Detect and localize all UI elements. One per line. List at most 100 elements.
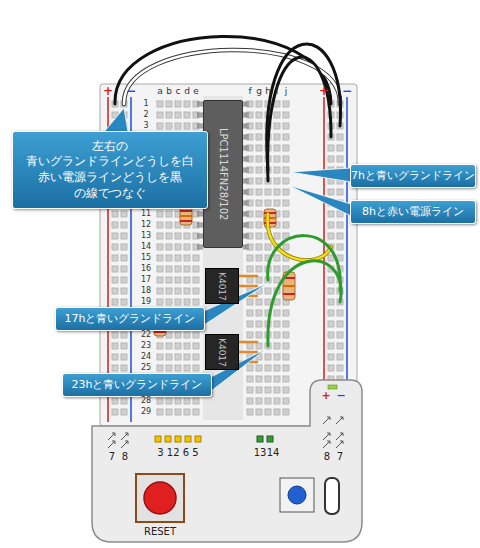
- part-marking: K4017: [217, 338, 227, 367]
- rail-sign: −: [336, 390, 345, 401]
- column-letter: b: [166, 87, 172, 96]
- regulator: K4017: [205, 268, 239, 304]
- callout-box: 23hと青いグランドライン: [62, 373, 212, 397]
- pin-marker: [121, 441, 128, 448]
- pin-number: 13: [254, 448, 267, 458]
- rail-sign: +: [103, 85, 113, 97]
- callout-pointer: [104, 108, 128, 132]
- callout-text: 8hと赤い電源ライン: [362, 205, 464, 219]
- callout-box: 8hと赤い電源ライン: [350, 200, 476, 224]
- resistor-symbol: [283, 293, 295, 295]
- user-button: [288, 486, 306, 504]
- column-letter: g: [256, 87, 262, 96]
- pin-number: 3 12 6 5: [157, 448, 198, 458]
- rail-sign: +: [321, 390, 330, 401]
- pin-number: 8: [122, 452, 128, 462]
- callout-pointer: [290, 168, 351, 182]
- button-label: RESET: [144, 527, 176, 537]
- breadboard: [346, 97, 348, 422]
- header-pins: [155, 436, 273, 442]
- pin-marker: [121, 433, 128, 440]
- pin-marker: [108, 441, 115, 448]
- jumper-wire: [268, 261, 341, 346]
- row-number: 22: [141, 331, 151, 339]
- callout-box: 7hと青いグランドライン: [350, 164, 476, 188]
- pin-number: 7: [337, 452, 343, 462]
- row-number: 24: [141, 353, 151, 361]
- row-number: 23: [141, 342, 151, 350]
- row-number: 29: [141, 408, 151, 416]
- regulator-leads: [238, 285, 258, 288]
- pin-marker: [336, 441, 343, 448]
- reset-button: [136, 474, 184, 522]
- column-letter: a: [157, 87, 163, 96]
- pin-marker: [108, 433, 115, 440]
- user-button: [280, 478, 314, 512]
- row-number: 13: [141, 232, 151, 240]
- column-letter: f: [248, 87, 251, 96]
- pin-marker: [336, 433, 343, 440]
- header-pins: [155, 436, 161, 442]
- callout-pointer: [288, 185, 351, 216]
- column-letter: j: [285, 87, 288, 96]
- row-number: 16: [141, 265, 151, 273]
- pin-number: 7: [109, 452, 115, 462]
- header-pins: [195, 436, 201, 442]
- pin-marker: [108, 417, 343, 448]
- row-number: 2: [143, 111, 148, 119]
- rail-sign: −: [342, 85, 352, 97]
- breadboard: [323, 97, 325, 422]
- header-pins: [175, 436, 181, 442]
- header-pins: [185, 436, 191, 442]
- row-number: 14: [141, 243, 151, 251]
- row-number: 1: [143, 100, 148, 108]
- header-pins: [267, 436, 273, 442]
- resistor-symbol: [154, 331, 166, 333]
- resistor-symbol: [180, 210, 192, 212]
- row-number: 18: [141, 287, 151, 295]
- resistor-symbol: [180, 220, 192, 222]
- ic-chip: LPC1114FN28/102: [203, 100, 243, 248]
- callout-box: 17hと青いグランドライン: [55, 307, 205, 331]
- column-letter: h: [265, 87, 271, 96]
- column-letter: c: [176, 87, 181, 96]
- regulator-leads: [238, 275, 258, 278]
- pin-marker: [323, 441, 330, 448]
- resistor-symbol: [283, 285, 295, 287]
- row-number: 25: [141, 364, 151, 372]
- rail-sign: −: [126, 85, 136, 97]
- pin-marker: [323, 433, 330, 440]
- rail-sign: +: [319, 85, 329, 97]
- resistor-symbol: [180, 207, 192, 225]
- header-pins: [165, 436, 171, 442]
- row-number: 28: [141, 397, 151, 405]
- controller-board: [92, 380, 362, 542]
- row-number: 19: [141, 298, 151, 306]
- reset-button: [144, 482, 176, 514]
- callout-text: 17hと青いグランドライン: [65, 312, 196, 326]
- resistor-symbol: [264, 212, 276, 214]
- row-number: 3: [143, 122, 148, 130]
- regulator: K4017: [205, 334, 239, 370]
- chip-pins: [243, 99, 249, 253]
- controller-board: [92, 380, 362, 542]
- row-number: 12: [141, 221, 151, 229]
- slide-switch: [325, 478, 339, 514]
- callout-text: 7hと青いグランドライン: [351, 169, 475, 183]
- pin-number: 8: [324, 452, 330, 462]
- pin-marker: [323, 417, 330, 424]
- chip-marking: LPC1114FN28/102: [218, 128, 229, 220]
- slide-switch: [325, 478, 339, 514]
- regulator-leads: [238, 351, 258, 354]
- part-marking: K4017: [217, 272, 227, 301]
- column-letter: e: [193, 87, 199, 96]
- row-number: 15: [141, 254, 151, 262]
- callout-box: 左右の 青いグランドラインどうしを白 赤い電源ラインどうしを黒 の線でつなぐ: [12, 131, 208, 209]
- column-letter: d: [184, 87, 190, 96]
- column-letter: i: [276, 87, 279, 96]
- header-pins: [257, 436, 263, 442]
- row-number: 11: [141, 210, 151, 218]
- callout-text: 23hと青いグランドライン: [72, 378, 203, 392]
- reset-button: [136, 474, 184, 522]
